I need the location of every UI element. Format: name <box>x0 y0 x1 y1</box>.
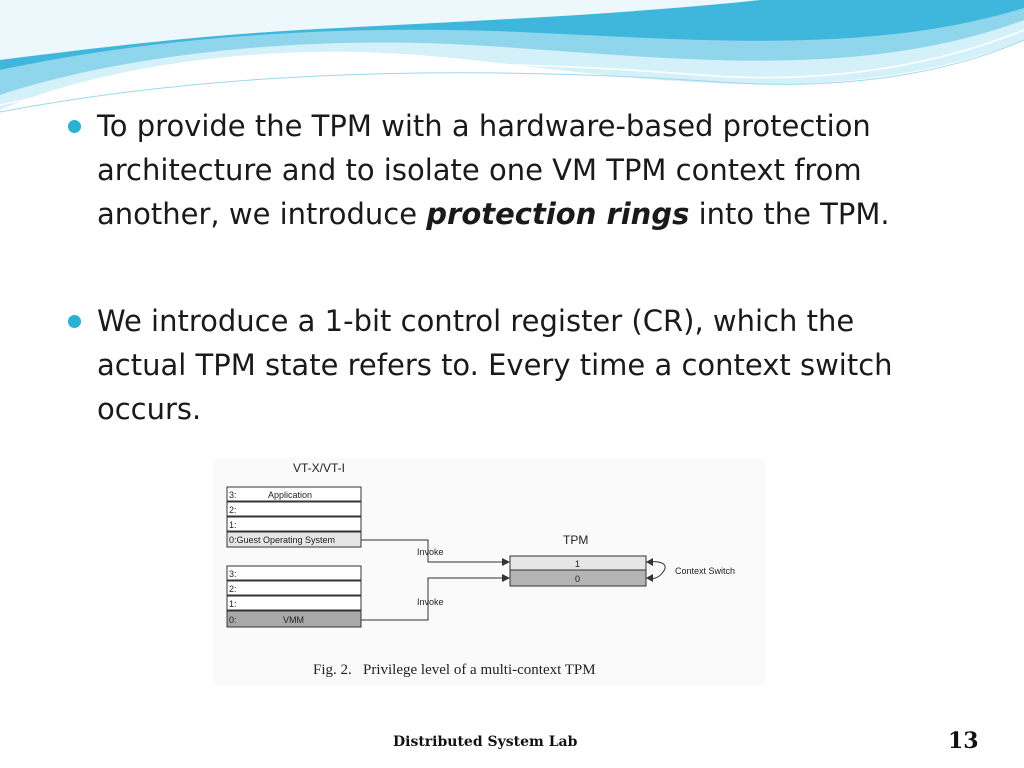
footer-lab-name: Distributed System Lab <box>393 734 578 750</box>
context-switch-label: Context Switch <box>675 566 735 576</box>
bullet-control-register: We introduce a 1-bit control register (C… <box>68 299 948 431</box>
bullet-text-part: into the TPM. <box>689 197 890 231</box>
bullet-text: We introduce a 1-bit control register (C… <box>97 304 893 426</box>
guest-ring-stack <box>226 486 362 548</box>
bullet-emphasis: protection rings <box>426 197 690 231</box>
vmm-ring-stack <box>226 565 362 628</box>
invoke-arrows <box>361 539 505 621</box>
guest-ring-name: Application <box>268 490 312 500</box>
tpm-cell: 1 <box>575 559 580 569</box>
invoke-label: Invoke <box>417 547 444 557</box>
bullet-dot-icon <box>68 315 81 328</box>
vmm-ring-name: VMM <box>283 615 304 625</box>
context-switch-arrow-icon <box>645 561 666 579</box>
bullet-dot-icon <box>68 120 81 133</box>
tpm-cell: 0 <box>575 574 580 584</box>
guest-ring-label: 2: <box>229 505 237 515</box>
figure-multi-context-tpm: VT-X/VT-I 3: Application 2: 1: 0:Guest O… <box>213 458 765 686</box>
vmm-ring-label: 2: <box>229 584 237 594</box>
arrow-head-icon <box>502 574 510 582</box>
vmm-ring-label: 1: <box>229 599 237 609</box>
guest-ring-label: 1: <box>229 520 237 530</box>
guest-ring-label: 0:Guest Operating System <box>229 535 335 545</box>
figure-caption: Fig. 2. Privilege level of a multi-conte… <box>313 662 596 678</box>
vmm-ring-label: 0: <box>229 615 237 625</box>
figure-top-label: VT-X/VT-I <box>293 461 345 475</box>
tpm-label: TPM <box>563 533 588 547</box>
arrow-head-icon <box>502 558 510 566</box>
bullet-text-part: To provide the TPM with a hardware-based… <box>97 109 871 231</box>
guest-ring-label: 3: <box>229 490 237 500</box>
header-wave-decoration <box>0 0 1024 113</box>
vmm-ring-label: 3: <box>229 569 237 579</box>
page-number: 13 <box>948 728 979 754</box>
bullet-protection-rings: To provide the TPM with a hardware-based… <box>68 104 948 236</box>
invoke-label: Invoke <box>417 597 444 607</box>
bullet-text: To provide the TPM with a hardware-based… <box>97 104 948 236</box>
